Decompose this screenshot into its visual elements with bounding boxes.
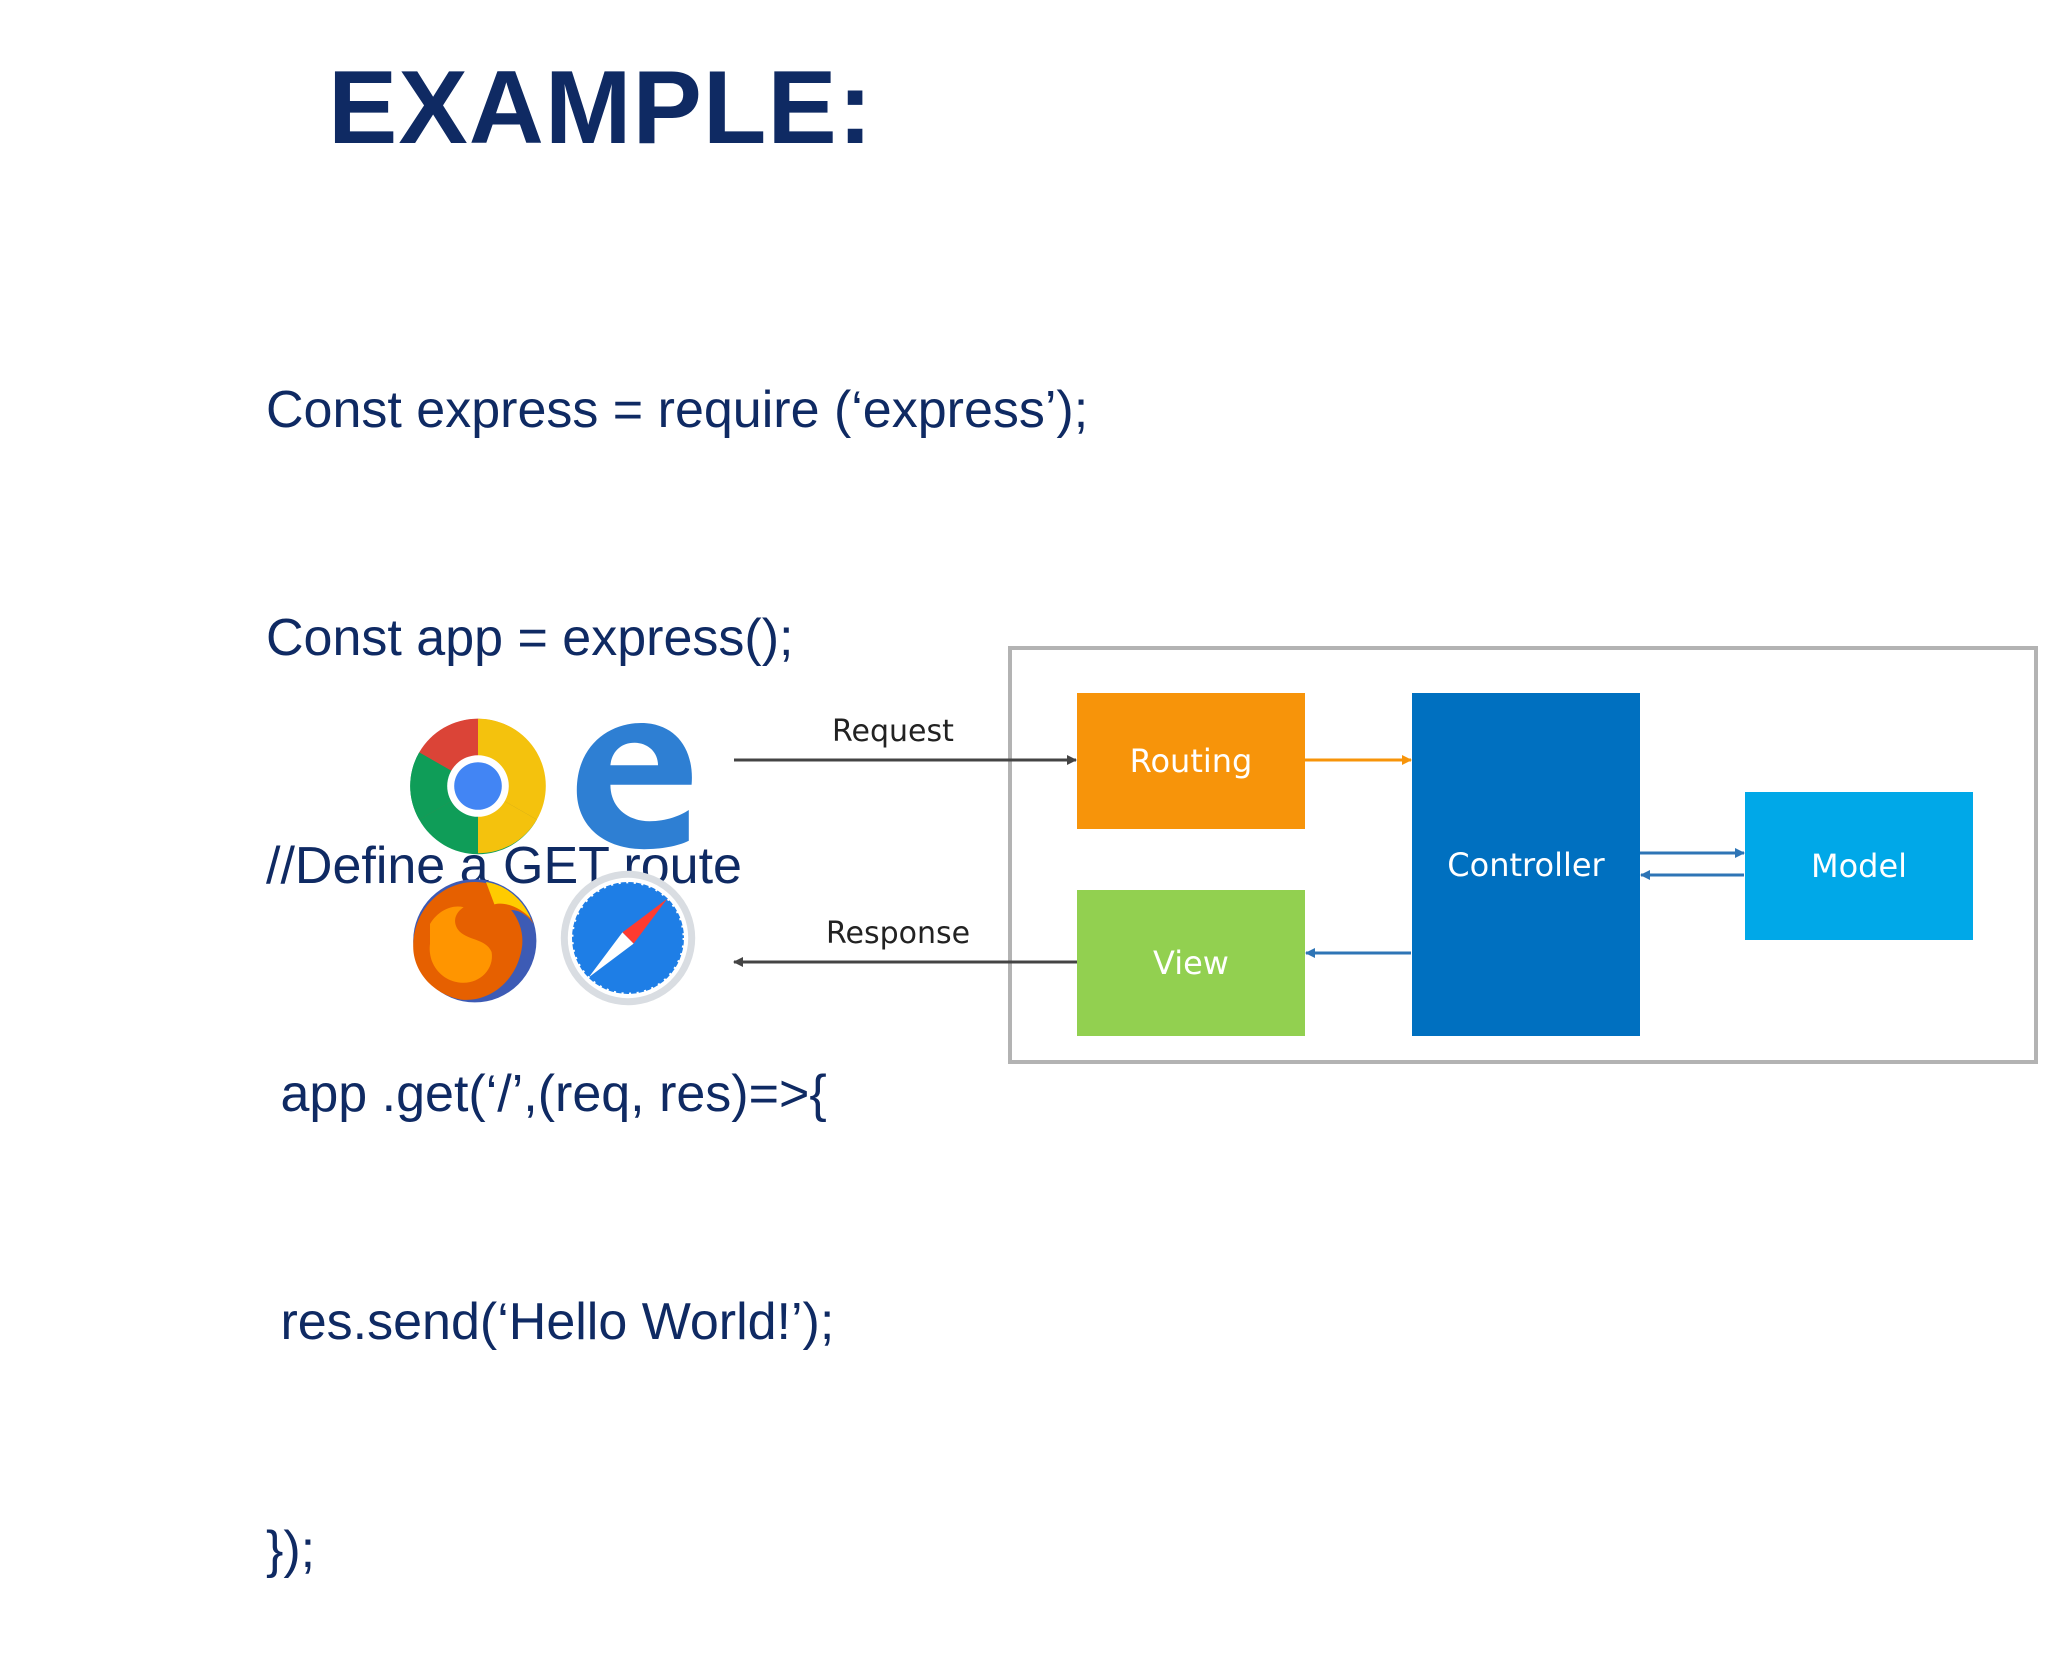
firefox-icon <box>413 879 537 1003</box>
controller-box: Controller <box>1412 693 1640 1036</box>
routing-box: Routing <box>1077 693 1305 829</box>
model-label: Model <box>1810 847 1908 885</box>
mvc-frame <box>1008 646 2038 1064</box>
code-line: //Define a GET route <box>266 837 742 895</box>
edge-icon <box>576 722 692 850</box>
code-line: app .get(‘/’,(req, res)=>{ <box>266 1065 827 1123</box>
chrome-icon <box>410 718 546 855</box>
request-label: Request <box>832 714 954 749</box>
model-box: Model <box>1745 792 1973 940</box>
response-label: Response <box>826 916 971 951</box>
view-label: View <box>1153 944 1229 982</box>
code-line: Const app = express(); <box>266 609 794 667</box>
routing-label: Routing <box>1129 742 1253 780</box>
code-line: }); <box>266 1521 316 1579</box>
safari-icon <box>560 870 696 1006</box>
code-line: Const express = require (‘express’); <box>266 381 1089 439</box>
slide-title: EXAMPLE: <box>328 50 874 166</box>
controller-label: Controller <box>1447 845 1605 884</box>
code-line: res.send(‘Hello World!’); <box>266 1293 835 1351</box>
view-box: View <box>1077 890 1305 1036</box>
